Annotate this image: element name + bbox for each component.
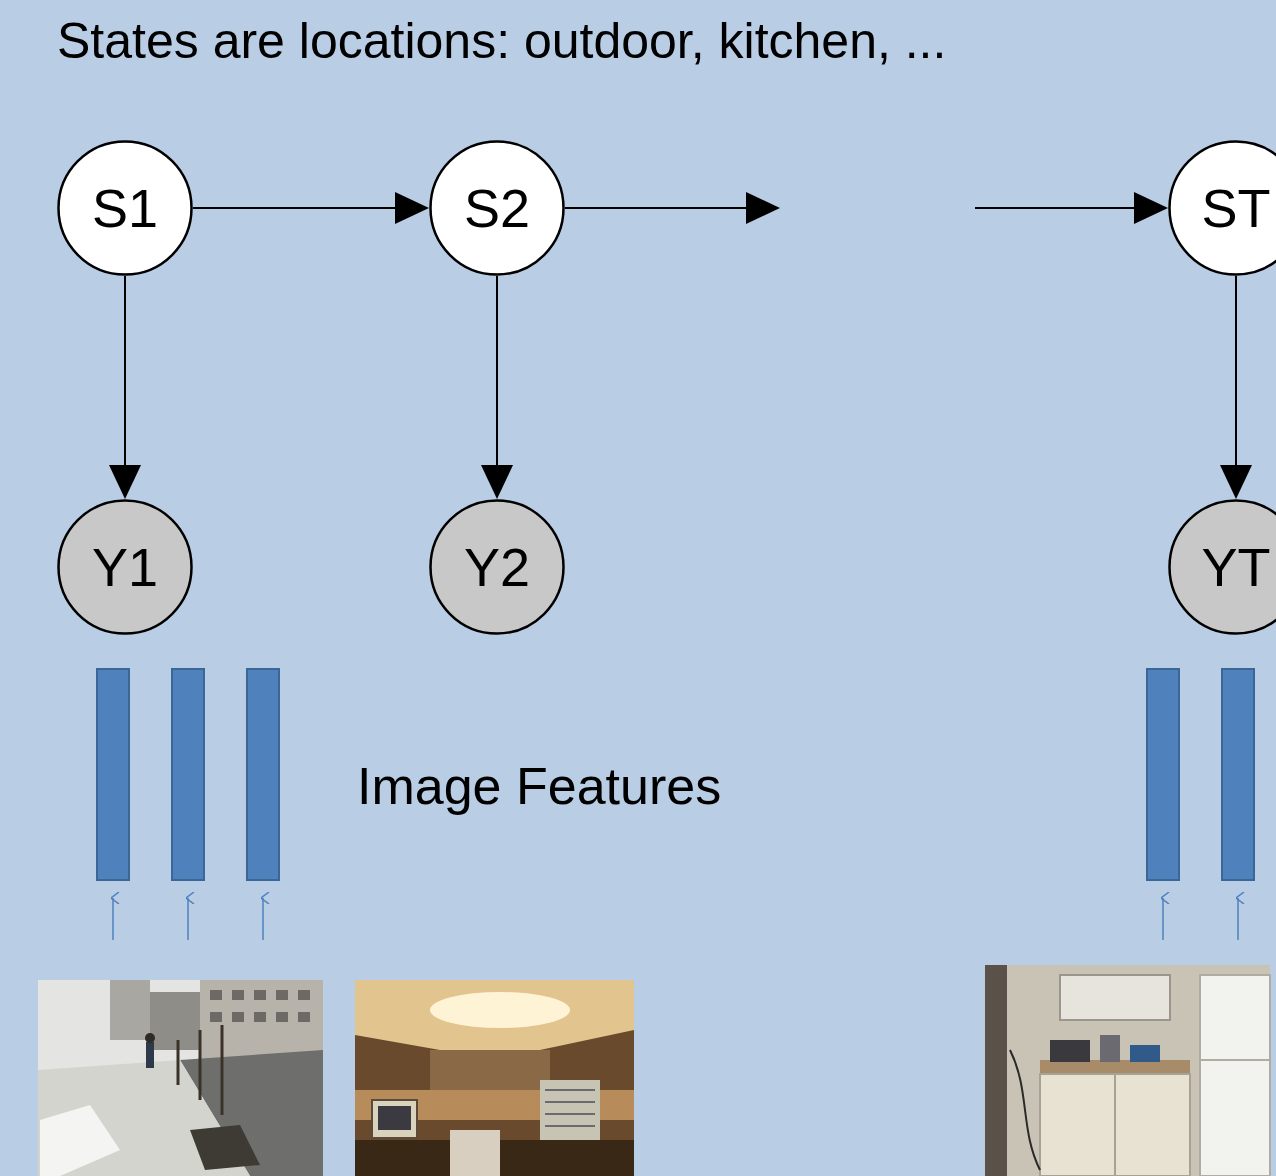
state-node: S2 bbox=[429, 140, 565, 276]
arrow-connector bbox=[565, 207, 1134, 209]
office-photo bbox=[355, 980, 634, 1176]
arrow-head bbox=[746, 192, 780, 224]
node-label: S1 bbox=[92, 181, 158, 235]
arrow-connector bbox=[193, 207, 395, 209]
observation-node: Y1 bbox=[57, 499, 193, 635]
observation-node: Y2 bbox=[429, 499, 565, 635]
state-node: ST bbox=[1168, 140, 1276, 276]
kitchen-photo bbox=[985, 965, 1270, 1176]
node-label: Y2 bbox=[464, 540, 530, 594]
slide-title: States are locations: outdoor, kitchen, … bbox=[57, 14, 946, 69]
feature-bars bbox=[97, 669, 1254, 880]
observation-node: YT bbox=[1168, 499, 1276, 635]
outdoor-photo bbox=[38, 980, 323, 1176]
arrow-connector bbox=[496, 276, 498, 465]
node-label: ST bbox=[1201, 181, 1270, 235]
node-label: S2 bbox=[464, 181, 530, 235]
node-label: Y1 bbox=[92, 540, 158, 594]
state-node: S1 bbox=[57, 140, 193, 276]
node-label: YT bbox=[1201, 540, 1270, 594]
arrow-connector bbox=[1235, 276, 1237, 465]
arrow-connector bbox=[124, 276, 126, 465]
annotation-label: Image Features bbox=[357, 758, 721, 815]
feature-arrows bbox=[113, 898, 1238, 940]
